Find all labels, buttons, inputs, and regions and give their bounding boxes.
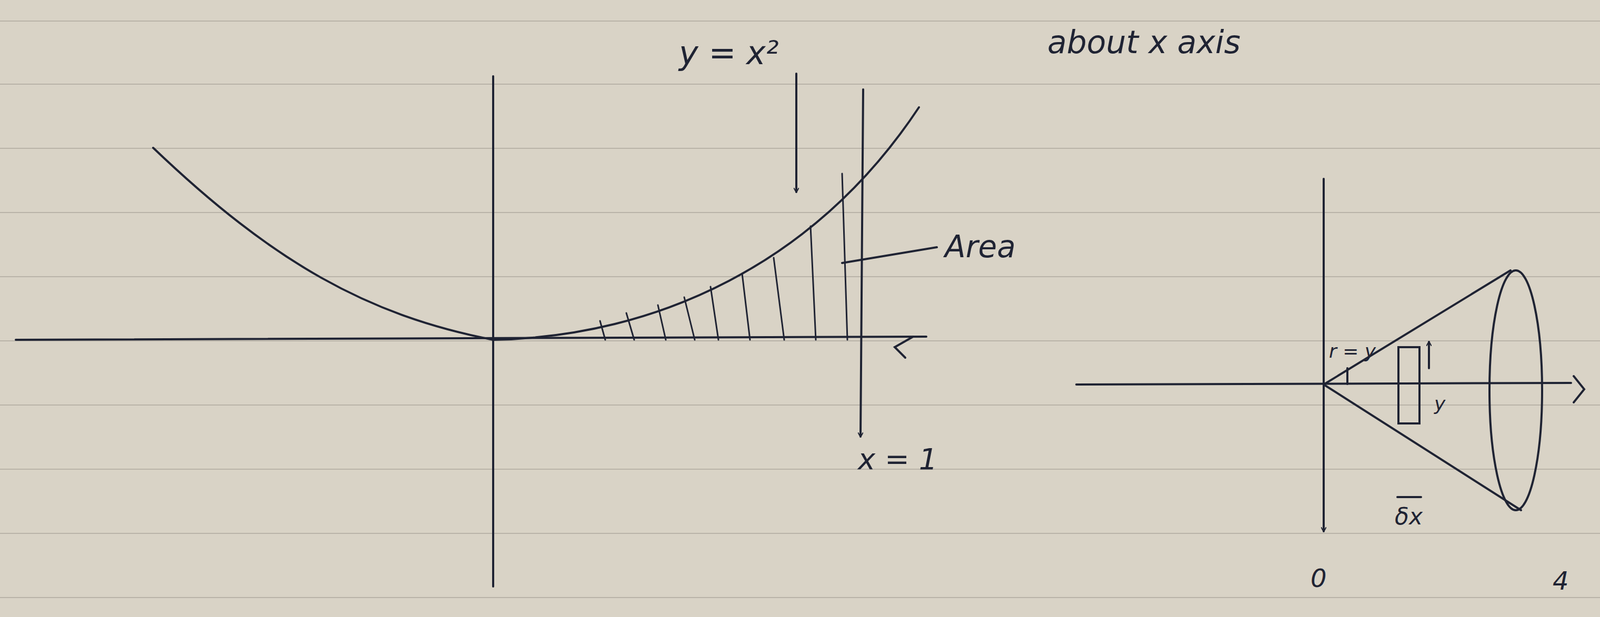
left-graph: [15, 73, 937, 587]
limit-label: 4: [1552, 568, 1569, 594]
axis-note: about x axis: [1047, 26, 1241, 58]
equation: y = x²: [678, 36, 779, 70]
area-label: Area: [944, 231, 1016, 263]
width-label: δx: [1394, 505, 1423, 529]
ruled-lines: [0, 21, 1600, 598]
limit-label: 0: [1310, 565, 1327, 592]
line-label: x = 1: [857, 444, 938, 475]
height-label: y: [1434, 394, 1446, 414]
solid-of-revolution: [1076, 178, 1585, 532]
radius-label: r = y: [1328, 342, 1376, 362]
